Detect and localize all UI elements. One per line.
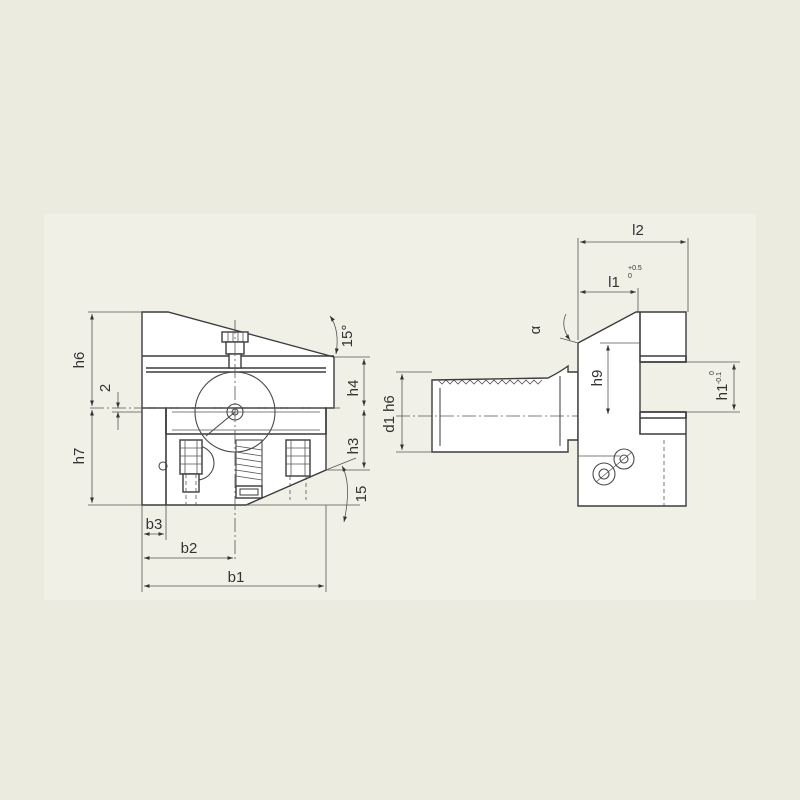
- spring: [235, 439, 263, 499]
- label-l1: l1: [608, 274, 620, 291]
- shank-serrations: [437, 379, 543, 385]
- front-view: h6 h7 2 h4 h3 15° 15: [71, 311, 370, 592]
- side-view: l2 l1 +0.5 0 α d1 h6 h9 h1 0: [381, 222, 740, 507]
- label-h1: h1: [714, 384, 731, 401]
- side-body-outline: [577, 311, 687, 507]
- label-d1h6: d1 h6: [381, 395, 398, 433]
- cam-circle-1: [592, 462, 616, 486]
- label-h9: h9: [589, 370, 606, 387]
- label-h3: h3: [345, 438, 362, 455]
- dim-angle-bottom: [341, 465, 348, 523]
- label-l1-tol-upper: +0.5: [628, 265, 642, 272]
- label-l2: l2: [632, 222, 644, 239]
- left-screw: [179, 439, 203, 505]
- label-h1-tol-upper: 0: [709, 371, 716, 375]
- label-h4: h4: [345, 380, 362, 397]
- label-b2: b2: [181, 540, 198, 557]
- label-2: 2: [97, 384, 114, 392]
- label-b3: b3: [146, 516, 163, 533]
- label-angle-top: 15°: [339, 325, 356, 348]
- cam-circle-2: [613, 448, 635, 470]
- clamp-bar-inner: [172, 411, 320, 431]
- label-h1-tol-lower: -0.1: [716, 372, 723, 384]
- label-h6: h6: [71, 352, 88, 369]
- label-alpha: α: [527, 325, 544, 334]
- label-b1: b1: [228, 569, 245, 586]
- right-screw: [285, 439, 311, 500]
- label-l1-tol-lower: 0: [628, 273, 632, 280]
- shank-outline: [431, 364, 579, 453]
- label-h7: h7: [71, 448, 88, 465]
- dim-angle-top: [329, 315, 339, 355]
- label-angle-bottom: 15: [353, 486, 370, 503]
